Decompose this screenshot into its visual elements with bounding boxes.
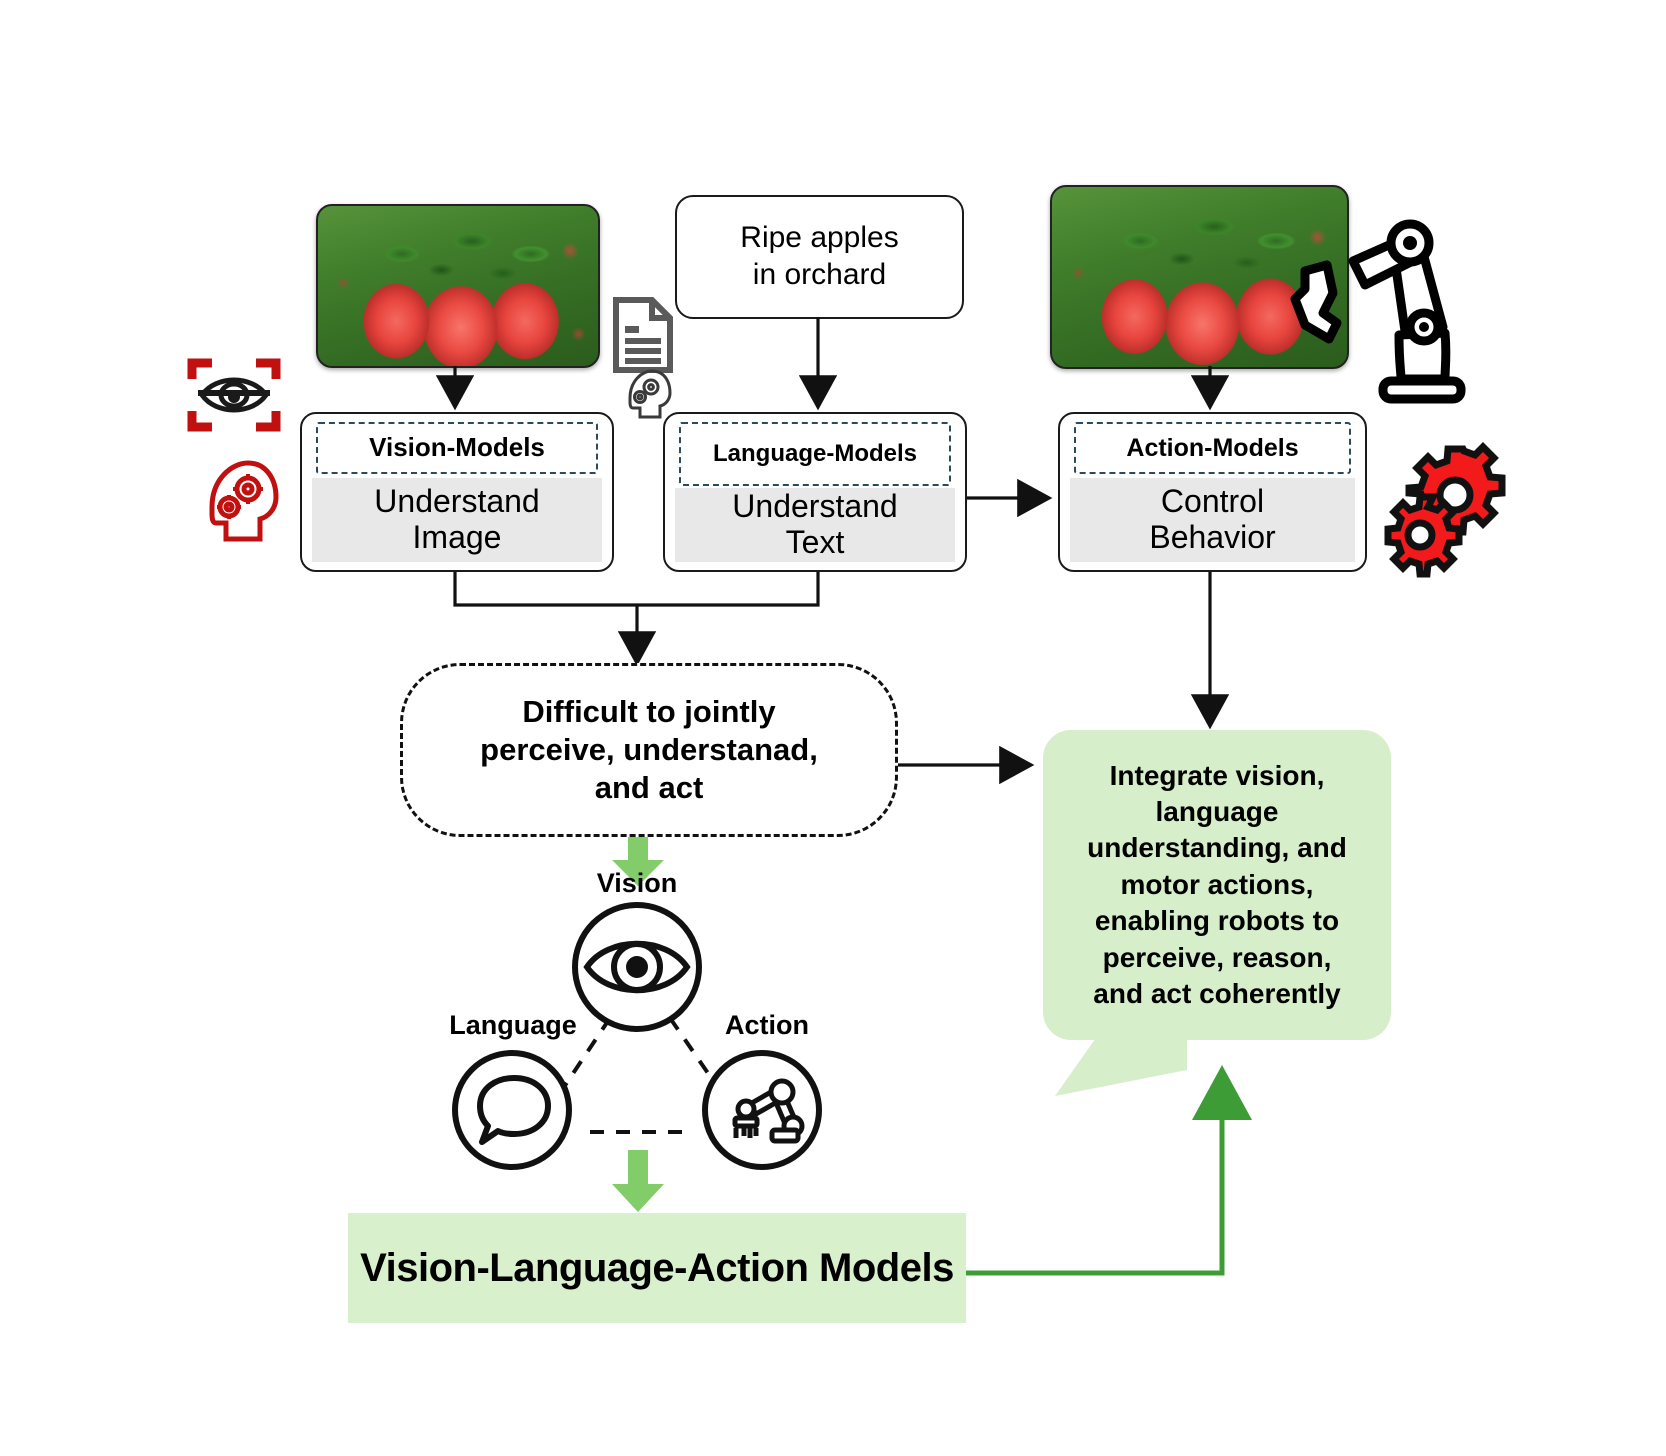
- solution-line3: understanding, and: [1087, 832, 1347, 864]
- problem-note-line1: Difficult to jointly: [522, 693, 776, 729]
- solution-bubble: Integrate vision, language understanding…: [1043, 730, 1391, 1040]
- green-arrow-to-banner: [610, 1150, 666, 1212]
- triad-language-label: Language: [449, 1010, 577, 1040]
- gears-icon: [1378, 435, 1508, 578]
- vision-model-box[interactable]: Vision-Models Understand Image: [300, 412, 614, 572]
- document-icon: [612, 296, 674, 374]
- solution-line1: Integrate vision,: [1109, 759, 1325, 791]
- text-prompt-box: Ripe apples in orchard: [675, 195, 964, 319]
- solution-line5: enabling robots to: [1094, 905, 1340, 937]
- language-model-tag: Language-Models: [679, 422, 951, 486]
- problem-note-line2: perceive, understanad,: [480, 731, 818, 767]
- eye-scan-icon: [186, 355, 282, 433]
- triad-vision-label: Vision: [596, 868, 678, 898]
- vision-model-tag: Vision-Models: [316, 422, 598, 474]
- solution-line7: and act coherently: [1093, 977, 1341, 1009]
- solution-line6: perceive, reason,: [1102, 941, 1332, 973]
- solution-line4: motor actions,: [1120, 868, 1314, 900]
- problem-note-line3: and act: [594, 770, 704, 806]
- orchard-photo-left: [316, 204, 600, 368]
- language-model-task: Understand Text: [675, 488, 955, 562]
- solution-line2: language: [1155, 796, 1279, 828]
- language-model-box[interactable]: Language-Models Understand Text: [663, 412, 967, 572]
- robot-arm-icon: [1275, 215, 1490, 410]
- vision-model-task: Understand Image: [312, 478, 602, 562]
- eye-circle-icon[interactable]: [570, 900, 705, 1035]
- problem-note: Difficult to jointly perceive, understan…: [400, 663, 898, 837]
- action-model-task: Control Behavior: [1070, 478, 1355, 562]
- title-banner-label: Vision-Language-Action Models: [360, 1245, 954, 1290]
- title-banner: Vision-Language-Action Models: [348, 1213, 966, 1323]
- head-gears-icon: [198, 455, 280, 547]
- text-prompt-line2: in orchard: [752, 258, 887, 291]
- head-gears-small-icon: [622, 366, 674, 422]
- robot-arm-circle-icon[interactable]: [700, 1048, 825, 1173]
- triad-action-label: Action: [725, 1010, 809, 1040]
- action-model-box[interactable]: Action-Models Control Behavior: [1058, 412, 1367, 572]
- speech-bubble-circle-icon[interactable]: [450, 1048, 575, 1173]
- action-model-tag: Action-Models: [1074, 422, 1351, 474]
- text-prompt-line1: Ripe apples: [740, 221, 899, 255]
- green-arrow-to-triad: [610, 826, 666, 886]
- orchard-photo-right: [1050, 185, 1349, 369]
